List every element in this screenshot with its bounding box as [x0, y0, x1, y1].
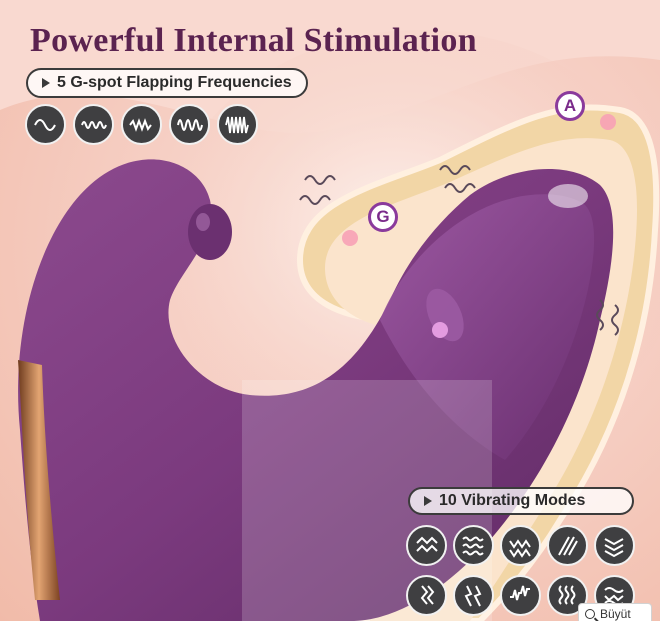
vibrating-modes-label: 10 Vibrating Modes: [408, 487, 634, 515]
spike-wave-icon: [500, 575, 541, 616]
magnify-icon: [585, 609, 595, 619]
magnify-label: Büyüt: [600, 607, 631, 621]
zone-g-badge: G: [368, 202, 398, 232]
play-triangle-icon: [42, 78, 50, 88]
suction-nub-shine: [196, 213, 210, 231]
suction-nub: [188, 204, 232, 260]
internal-motor: [426, 288, 464, 342]
dense-wave-icon: [73, 104, 114, 145]
zone-a-badge: A: [555, 91, 585, 121]
burst-wave-icon: [217, 104, 258, 145]
g-spot-dot: [342, 230, 358, 246]
single-wave-icon: [25, 104, 66, 145]
tall-wave-icon: [169, 104, 210, 145]
vibration-lines: [299, 165, 619, 336]
play-triangle-icon: [424, 496, 432, 506]
page-title: Powerful Internal Stimulation: [30, 22, 477, 59]
gspot-frequencies-text: 5 G-spot Flapping Frequencies: [57, 74, 292, 91]
device-tip-shine: [548, 184, 588, 208]
magnify-button[interactable]: Büyüt: [578, 603, 652, 621]
pulse-wave-icon: [121, 104, 162, 145]
vibrating-modes-text: 10 Vibrating Modes: [439, 492, 586, 509]
zigzag-wave-icon: [500, 525, 541, 566]
flash-pair-icon: [453, 575, 494, 616]
lightning-zigzag-icon: [406, 575, 447, 616]
chevron-stack-icon: [594, 525, 635, 566]
a-spot-dot: [600, 114, 616, 130]
double-zigzag-icon: [406, 525, 447, 566]
triple-wave-icon: [453, 525, 494, 566]
diagonal-stripes-icon: [547, 525, 588, 566]
gspot-frequencies-label: 5 G-spot Flapping Frequencies: [26, 68, 308, 98]
device-shaft-highlight: [380, 194, 595, 460]
device-side-band: [18, 360, 60, 600]
